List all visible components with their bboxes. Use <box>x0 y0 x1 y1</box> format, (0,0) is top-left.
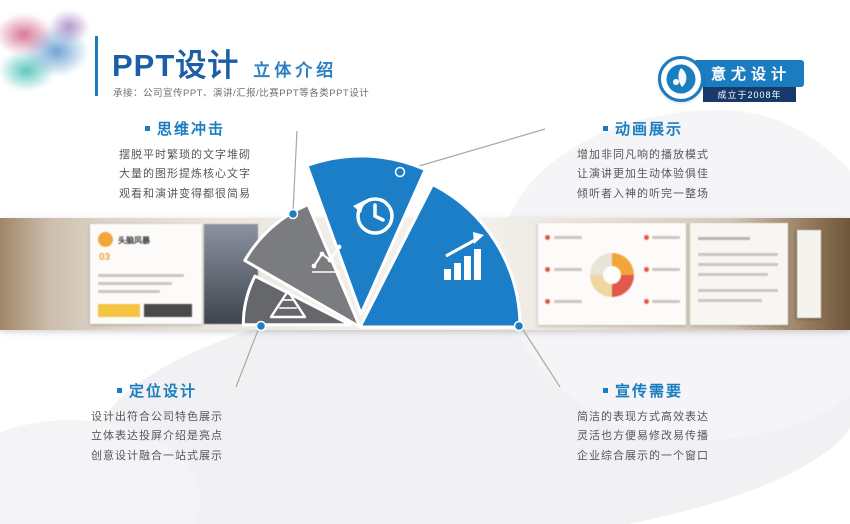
service-tagline: 承接：公司宣传PPT、演讲/汇报/比赛PPT等各类PPT设计 <box>113 88 370 99</box>
slide-mini-title: 头脑风暴 <box>118 236 150 245</box>
text-placeholder-bar <box>98 274 184 277</box>
slide-mini-number: 03 <box>99 252 111 263</box>
bullet-dot <box>545 267 550 272</box>
feature-top-left: 思维冲击 摆脱平时繁琐的文字堆砌 大量的图形提炼核心文字 观看和演讲变得都很简易 <box>100 118 270 204</box>
watercolor-blob-decoration <box>0 6 109 101</box>
bullet-dot <box>545 299 550 304</box>
connector-line-top-left <box>292 130 298 212</box>
brand-since: 成立于2008年 <box>703 87 796 102</box>
feature-line: 观看和演讲变得都很简易 <box>119 187 251 200</box>
bullet-square <box>116 388 122 393</box>
feature-line: 立体表达投屏介绍是亮点 <box>91 430 223 443</box>
portfolio-photo-strip: 头脑风暴 03 <box>0 218 850 330</box>
bullet-dot <box>545 235 550 240</box>
text-placeholder-bar <box>554 268 582 271</box>
slide-yellow-block <box>98 304 140 317</box>
feature-line: 企业综合展示的一个窗口 <box>577 449 709 462</box>
brand-badge: 意尤设计 成立于2008年 <box>658 56 808 104</box>
text-placeholder-bar <box>698 263 778 266</box>
page-subtitle: 立体介绍 <box>253 61 338 80</box>
connector-line-top-right <box>401 128 546 172</box>
slide-orange-dot <box>98 232 113 247</box>
text-placeholder-bar <box>652 236 680 239</box>
feature-line: 简洁的表现方式高效表达 <box>577 411 709 423</box>
header: PPT设计 立体介绍 <box>112 40 337 85</box>
feature-line: 灵活也方便易修改易传播 <box>577 430 709 443</box>
text-placeholder-bar <box>98 282 172 285</box>
text-placeholder-bar <box>554 300 582 303</box>
slide-dark-block <box>144 304 192 317</box>
bullet-dot <box>644 267 649 272</box>
text-placeholder-bar <box>698 299 762 302</box>
bullet-dot <box>644 299 649 304</box>
bullet-square <box>602 388 608 393</box>
portfolio-strip-content: 头脑风暴 03 <box>0 218 850 330</box>
text-placeholder-bar <box>698 289 778 292</box>
feature-line: 倾听者入神的听完一整场 <box>577 187 709 200</box>
brand-logo <box>658 56 704 102</box>
portfolio-slide-card <box>538 223 686 325</box>
portfolio-slide-card <box>690 223 788 325</box>
slide-wheel-diagram <box>590 253 634 297</box>
bullet-square <box>602 126 608 131</box>
text-placeholder-bar <box>554 236 582 239</box>
feature-title: 思维冲击 <box>156 121 225 138</box>
text-placeholder-bar <box>98 290 160 293</box>
bullet-dot <box>644 235 649 240</box>
portfolio-photo-block <box>204 224 258 324</box>
feature-line: 摆脱平时繁琐的文字堆砌 <box>119 149 251 161</box>
connector-dot <box>394 166 406 178</box>
feature-title: 动画展示 <box>614 121 683 138</box>
feature-top-right: 动画展示 增加非同凡响的播放模式 让演讲更加生动体验俱佳 倾听者入神的听完一整场 <box>558 118 728 204</box>
feature-line: 创意设计融合一站式展示 <box>91 449 223 462</box>
feature-line: 设计出符合公司特色展示 <box>91 411 223 423</box>
feature-bottom-right: 宣传需要 简洁的表现方式高效表达 灵活也方便易修改易传播 企业综合展示的一个窗口 <box>558 380 728 466</box>
paper-edge <box>797 230 821 318</box>
portfolio-slide-card: 头脑风暴 03 <box>90 224 202 324</box>
feature-line: 大量的图形提炼核心文字 <box>119 168 251 181</box>
text-placeholder-bar <box>652 268 680 271</box>
feature-line: 增加非同凡响的播放模式 <box>577 149 709 161</box>
feature-title: 定位设计 <box>128 383 197 400</box>
text-placeholder-bar <box>698 237 750 240</box>
text-placeholder-bar <box>698 273 768 276</box>
text-placeholder-bar <box>652 300 680 303</box>
title-accent-bar <box>95 36 98 96</box>
page-title: PPT设计 <box>112 48 240 83</box>
paint-splash-icon <box>666 64 696 94</box>
text-placeholder-bar <box>698 253 778 256</box>
feature-title: 宣传需要 <box>614 383 683 400</box>
brand-name: 意尤设计 <box>694 60 804 87</box>
feature-bottom-left: 定位设计 设计出符合公司特色展示 立体表达投屏介绍是亮点 创意设计融合一站式展示 <box>72 380 242 466</box>
feature-line: 让演讲更加生动体验俱佳 <box>577 168 709 181</box>
bullet-square <box>144 126 150 131</box>
